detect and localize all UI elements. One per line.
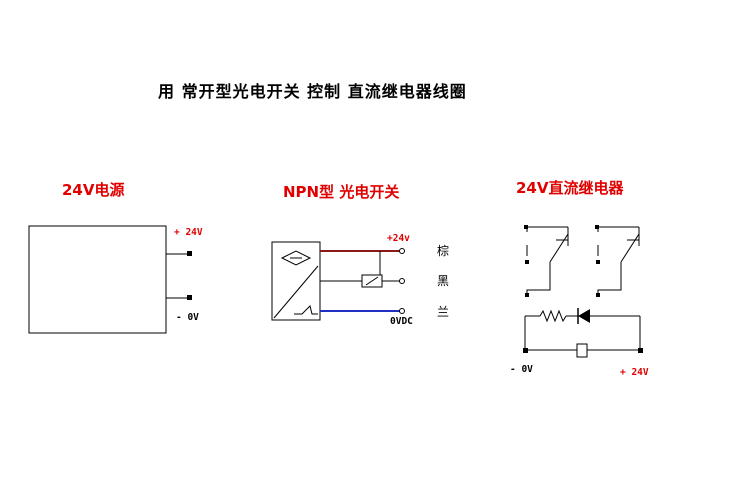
power-minus-terminal [187,295,192,300]
sensor-output-terminal [399,278,405,284]
relay-plus-terminal [638,348,643,353]
relay-contact-left [524,225,569,297]
relay-minus-terminal [523,348,528,353]
wire-black-label: 黑 [437,274,450,288]
relay-coil [576,343,588,358]
sensor-zero-terminal [399,308,405,314]
relay-plus-label: + 24V [620,367,649,378]
sensor-plus-terminal [399,248,405,254]
diagram-title: 用 常开型光电开关 控制 直流继电器线圈 [158,82,467,101]
relay-label: 24V直流继电器 [516,179,624,197]
wire-blue-label: 兰 [437,305,450,319]
power-plus-terminal [187,251,192,256]
power-minus-label: - 0V [176,312,199,323]
sensor-label: NPN型 光电开关 [283,183,400,201]
wire-brown-label: 棕 [437,244,450,258]
resistor-symbol [539,309,567,323]
sensor-plus-label: +24v [387,233,410,244]
sensor-body [271,241,321,321]
relay-minus-label: - 0V [510,364,533,375]
sensor-zero-label: 0VDC [390,316,413,327]
relay-contact-right [595,225,640,297]
power-supply-box [28,225,188,334]
relay-coil-circuit [524,308,641,358]
power-supply-label: 24V电源 [62,181,125,199]
power-plus-label: + 24V [174,227,203,238]
diode-symbol [578,309,590,323]
